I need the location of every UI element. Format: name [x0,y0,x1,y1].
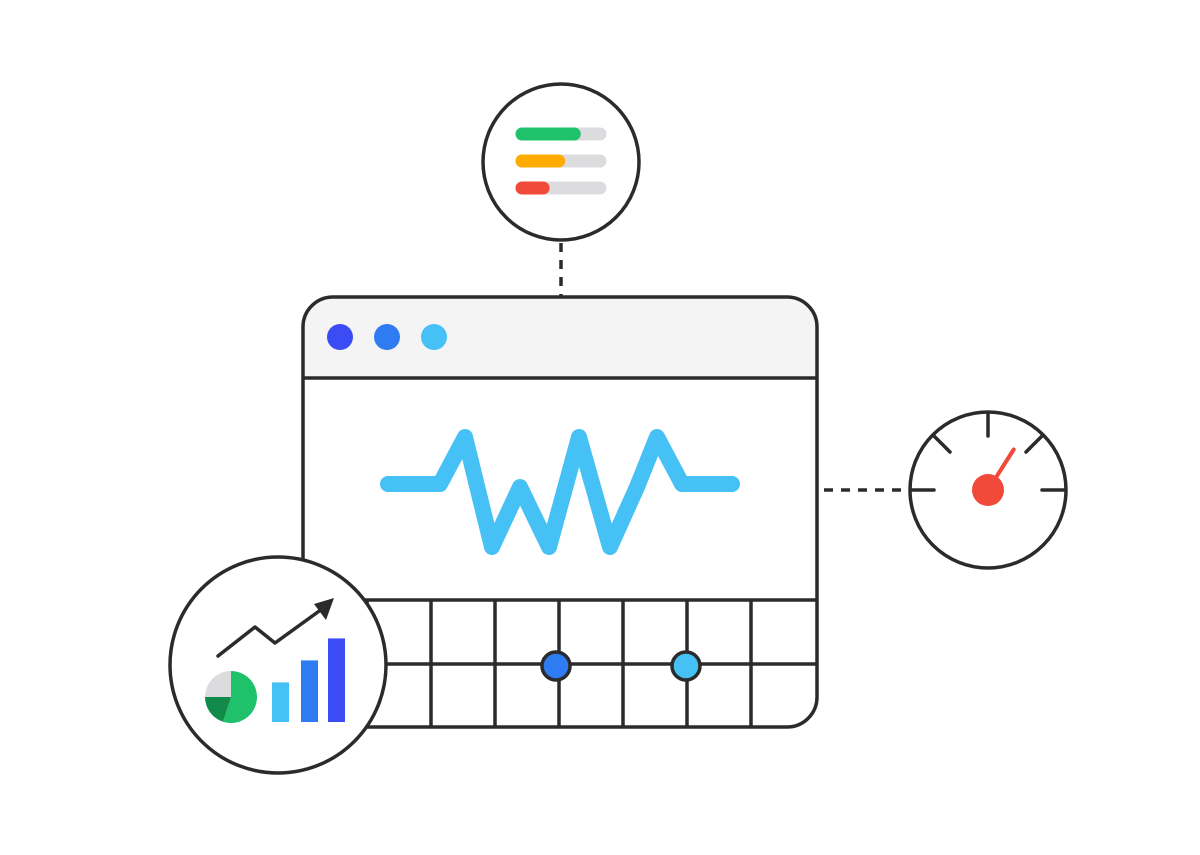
mini-bar-1 [272,682,289,722]
analytics-icon [168,555,388,775]
grid-point-2 [670,650,702,682]
window-titlebar [303,297,817,378]
trend-line [216,607,324,658]
gauge-hub [972,474,1004,506]
mini-bar-chart [272,638,345,722]
analytics-circle [168,555,388,775]
window-dot-3 [421,324,447,350]
gauge-ticks [910,412,1066,492]
pie-chart-icon [204,671,257,724]
mini-bar-2 [301,660,318,722]
pulse-line-icon [380,429,740,555]
pie-slice-2 [204,697,231,722]
window-dot-1 [327,324,353,350]
browser-window [301,295,819,729]
pie-slice-3 [205,671,231,697]
trend-arrow-icon [314,598,334,620]
gauge-icon [908,410,1068,570]
pie-slice-1 [222,671,257,724]
window-dot-2 [374,324,400,350]
status-bars-icon [481,82,641,242]
grid-point-1 [540,650,572,682]
mini-bar-3 [328,638,345,722]
